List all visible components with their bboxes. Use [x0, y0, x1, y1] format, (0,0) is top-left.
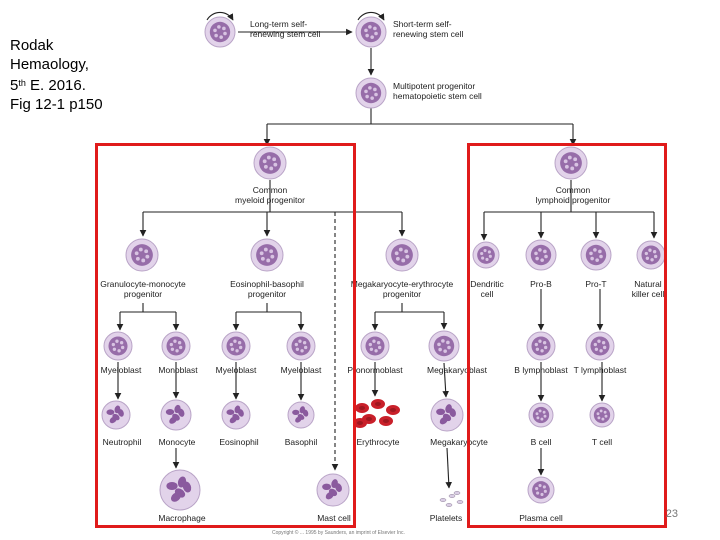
clp-cell	[554, 146, 588, 180]
st-stem-cell	[355, 16, 387, 48]
label-myeloblast1: Myeloblast	[100, 365, 142, 375]
eosinophil-cell	[221, 400, 251, 430]
label-t-lymphoblast: T lymphoblast	[573, 365, 627, 375]
citation-edition-number: 5	[10, 77, 19, 94]
b-cell-cell	[528, 402, 554, 428]
label-b-cell: B cell	[530, 437, 552, 447]
label-prot: Pro-T	[585, 279, 607, 289]
t-cell-cell	[589, 402, 615, 428]
citation-line-4: Fig 12-1 p150	[10, 96, 103, 113]
b-lymphoblast-cell	[526, 331, 556, 361]
citation-line-2: Hemaology,	[10, 56, 89, 73]
lt-stem-cell	[204, 16, 236, 48]
cmp-cell	[253, 146, 287, 180]
neutrophil-cell	[101, 400, 131, 430]
myeloid-lineage-highlight-box	[95, 143, 356, 528]
gmp-cell	[125, 238, 159, 272]
citation-line-3: 5th E. 2016.	[10, 74, 103, 95]
label-myeloblast2: Myeloblast	[215, 365, 257, 375]
label-megakaryoblast: Megakaryoblast	[426, 365, 487, 375]
label-t-cell: T cell	[591, 437, 613, 447]
label-neutrophil: Neutrophil	[102, 437, 142, 447]
slide-number: 23	[665, 508, 678, 520]
myeloblast-1-cell	[103, 331, 133, 361]
label-erythrocyte: Erythrocyte	[356, 437, 400, 447]
pro-b-cell	[525, 239, 557, 271]
label-macrophage: Macrophage	[158, 513, 206, 523]
myeloblast-3-cell	[286, 331, 316, 361]
label-prob: Pro-B	[530, 279, 552, 289]
pronormoblast-cell	[360, 331, 390, 361]
mast-cell-cell	[316, 473, 350, 507]
label-lt-stem: Long-term self-renewing stem cell	[250, 19, 321, 39]
nk-cell	[636, 240, 666, 270]
label-b-lymphoblast: B lymphoblast	[514, 365, 568, 375]
label-basophil: Basophil	[284, 437, 318, 447]
citation-edition-year: E. 2016.	[25, 77, 86, 94]
label-plasma-cell: Plasma cell	[519, 513, 563, 523]
copyright-notice: Copyright © ... 1995 by Saunders, an imp…	[272, 530, 405, 536]
monoblast-cell	[161, 331, 191, 361]
label-megakaryocyte: Megakaryocyte	[430, 437, 488, 447]
dendritic-cell	[472, 241, 500, 269]
citation-line-1: Rodak	[10, 37, 54, 54]
label-monoblast: Monoblast	[158, 365, 198, 375]
plasma-cell-cell	[527, 476, 555, 504]
basophil-cell	[287, 401, 315, 429]
label-myeloblast3: Myeloblast	[280, 365, 322, 375]
label-mast-cell: Mast cell	[317, 513, 351, 523]
label-eosinophil: Eosinophil	[219, 437, 259, 447]
t-lymphoblast-cell	[585, 331, 615, 361]
platelet-cells	[439, 491, 464, 507]
lymphoid-lineage-highlight-box	[467, 143, 667, 528]
megakaryocyte-cell	[430, 398, 464, 432]
myeloblast-2-cell	[221, 331, 251, 361]
mep-cell	[385, 238, 419, 272]
macrophage-cell	[159, 469, 201, 511]
pro-t-cell	[580, 239, 612, 271]
citation-text: Rodak Hemaology, 5th E. 2016. Fig 12-1 p…	[10, 36, 103, 114]
mpp-cell	[355, 77, 387, 109]
label-monocyte: Monocyte	[158, 437, 196, 447]
label-pronormoblast: Pronormoblast	[347, 365, 403, 375]
erythrocyte-cells	[353, 399, 400, 428]
megakaryoblast-cell	[428, 330, 460, 362]
ebp-cell	[250, 238, 284, 272]
label-platelets: Platelets	[429, 513, 463, 523]
label-st-stem: Short-term self-renewing stem cell	[393, 19, 464, 39]
citation-edition-suffix: th	[18, 78, 26, 88]
monocyte-cell	[160, 399, 192, 431]
